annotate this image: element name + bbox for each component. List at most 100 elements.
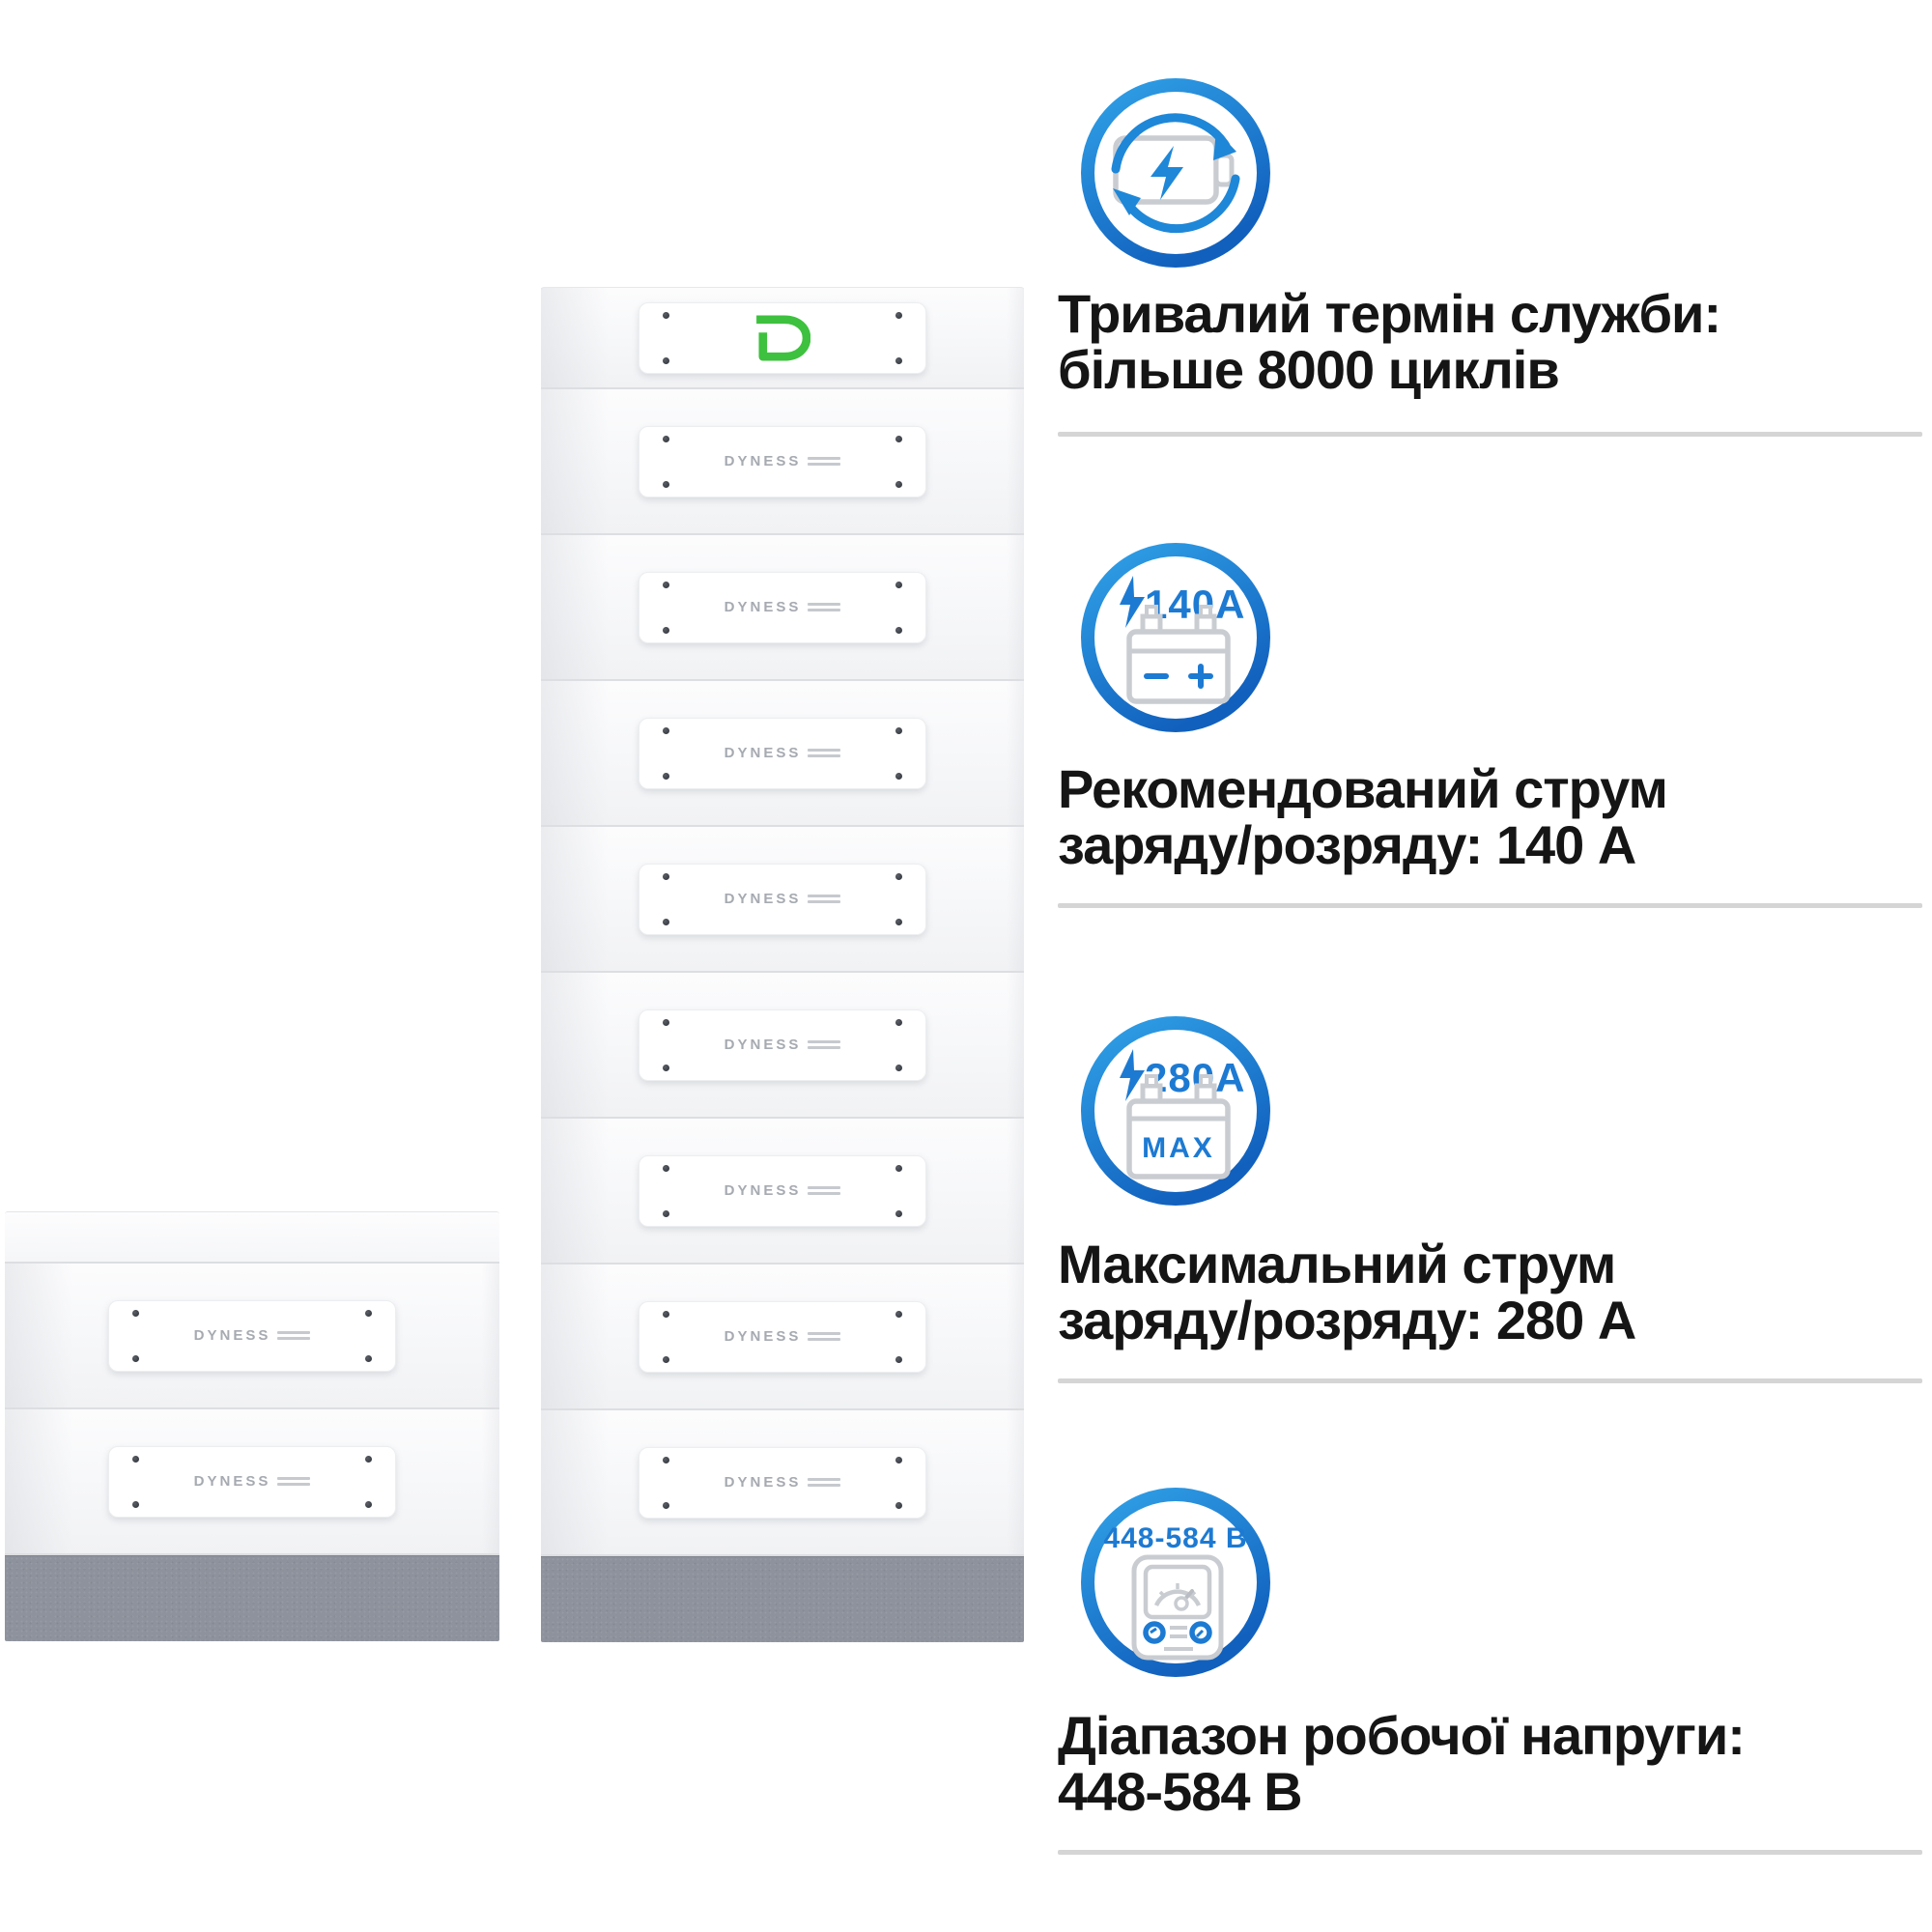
screw <box>895 1501 902 1509</box>
screw <box>895 1064 902 1071</box>
control-module <box>541 287 1024 389</box>
screw <box>895 1310 902 1318</box>
screw <box>895 872 902 880</box>
screw <box>663 480 669 488</box>
feature-title-line: заряду/розряду: 280 А <box>1058 1290 1636 1350</box>
screw <box>663 626 669 634</box>
dyness-logo-subtext <box>808 749 841 757</box>
dyness-wordmark: DYNESS <box>724 453 802 469</box>
screw <box>132 1354 139 1362</box>
section-divider <box>1058 1378 1922 1383</box>
screw <box>663 1164 669 1172</box>
dyness-wordmark: DYNESS <box>724 1328 802 1345</box>
screw <box>895 581 902 588</box>
dyness-logo-subtext <box>808 895 841 903</box>
screw <box>663 1018 669 1026</box>
brand-row: DYNESS <box>724 745 841 761</box>
brand-row: DYNESS <box>724 1474 841 1491</box>
dyness-wordmark: DYNESS <box>724 599 802 615</box>
feature-title: Тривалий термін служби: більше 8000 цикл… <box>1058 286 1927 398</box>
brand-row: DYNESS <box>194 1327 311 1344</box>
voltage-badge: 448-584 В <box>1103 1522 1247 1554</box>
battery-module: DYNESS <box>541 827 1024 973</box>
feature-title-line: Максимальний струм <box>1058 1234 1616 1294</box>
battery-module: DYNESS <box>541 681 1024 827</box>
screw <box>663 1064 669 1071</box>
battery-module: DYNESS <box>541 389 1024 535</box>
feature-title-line: Діапазон робочої напруги: <box>1058 1705 1746 1766</box>
dyness-logo-subtext <box>808 457 841 466</box>
screw <box>132 1309 139 1317</box>
dyness-logo-subtext <box>277 1331 311 1340</box>
dyness-wordmark: DYNESS <box>724 1037 802 1053</box>
module-panel: DYNESS <box>639 1009 926 1081</box>
screw <box>663 1501 669 1509</box>
screw <box>132 1455 139 1463</box>
module-panel: DYNESS <box>639 571 926 643</box>
screw <box>663 581 669 588</box>
feature-title: Рекомендований струм заряду/розряду: 140… <box>1058 761 1927 873</box>
screw <box>895 1209 902 1217</box>
module-panel: DYNESS <box>108 1445 396 1518</box>
screw <box>663 1456 669 1463</box>
dyness-wordmark: DYNESS <box>724 891 802 907</box>
dyness-wordmark: DYNESS <box>724 1474 802 1491</box>
battery-module: DYNESS <box>541 973 1024 1119</box>
section-divider <box>1058 903 1922 908</box>
screw <box>663 918 669 925</box>
module-panel: DYNESS <box>639 1154 926 1227</box>
tower-base <box>541 1556 1024 1642</box>
dyness-logo-subtext <box>808 1478 841 1487</box>
dyness-d-logo-icon <box>756 314 810 361</box>
screw <box>365 1354 372 1362</box>
screw <box>365 1309 372 1317</box>
screw <box>895 435 902 442</box>
section-divider <box>1058 432 1922 437</box>
module-panel: DYNESS <box>639 425 926 497</box>
module-panel <box>639 301 926 374</box>
dyness-logo-subtext <box>808 603 841 611</box>
module-panel: DYNESS <box>108 1299 396 1372</box>
screw <box>663 772 669 780</box>
screw <box>895 480 902 488</box>
battery-module: DYNESS <box>541 1119 1024 1264</box>
brand-row: DYNESS <box>194 1473 311 1490</box>
dyness-wordmark: DYNESS <box>724 1182 802 1199</box>
battery-module: DYNESS <box>541 1410 1024 1556</box>
screw <box>365 1500 372 1508</box>
dyness-wordmark: DYNESS <box>193 1473 271 1490</box>
module-panel: DYNESS <box>639 1300 926 1373</box>
dyness-logo-subtext <box>808 1040 841 1049</box>
feature-title-line: більше 8000 циклів <box>1058 339 1560 400</box>
module-panel: DYNESS <box>639 863 926 935</box>
feature-title-line: Тривалий термін служби: <box>1058 283 1721 344</box>
voltmeter-icon: 448-584 В <box>1079 1486 1272 1679</box>
screw <box>365 1455 372 1463</box>
screw <box>663 1310 669 1318</box>
screw <box>663 435 669 442</box>
module-panel: DYNESS <box>639 717 926 789</box>
battery-module: DYNESS <box>541 535 1024 681</box>
battery-module: DYNESS <box>5 1409 499 1555</box>
feature-title-line: 448-584 В <box>1058 1761 1303 1822</box>
feature-title-line: заряду/розряду: 140 А <box>1058 814 1636 875</box>
dyness-wordmark: DYNESS <box>724 745 802 761</box>
brand-row: DYNESS <box>724 891 841 907</box>
feature-title: Максимальний струм заряду/розряду: 280 А <box>1058 1236 1927 1349</box>
screw <box>895 1456 902 1463</box>
battery-recommended-current-icon: 140A <box>1079 541 1272 734</box>
battery-tower-tall: DYNESS DYNESS <box>541 287 1024 1642</box>
tower-base <box>5 1555 499 1641</box>
screw <box>663 726 669 734</box>
battery-max-current-icon: 280A MAX <box>1079 1014 1272 1208</box>
dyness-logo-subtext <box>277 1477 311 1486</box>
brand-row: DYNESS <box>724 1037 841 1053</box>
section-divider <box>1058 1850 1922 1855</box>
screw <box>663 1209 669 1217</box>
max-label: MAX <box>1142 1132 1215 1164</box>
feature-title-line: Рекомендований струм <box>1058 758 1668 819</box>
screw <box>895 726 902 734</box>
screw <box>895 1018 902 1026</box>
brand-row: DYNESS <box>724 1182 841 1199</box>
